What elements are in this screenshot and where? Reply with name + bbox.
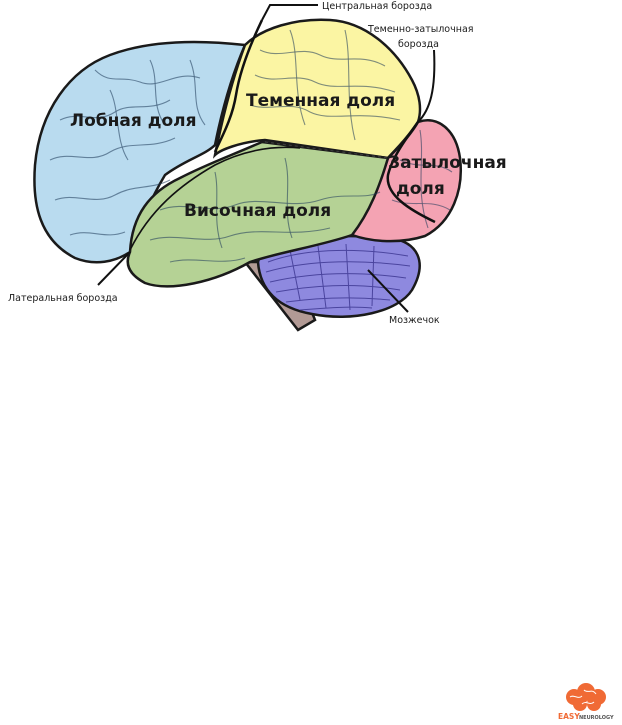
frontal-lobe-label: Лобная доля bbox=[70, 111, 197, 131]
cortex-sulci bbox=[49, 29, 453, 263]
central-sulcus-label: Центральная борозда bbox=[322, 1, 432, 12]
lateral-sulcus-label: Латеральная борозда bbox=[8, 293, 118, 304]
parietal-lobe bbox=[212, 18, 422, 160]
brain-logo-icon bbox=[566, 683, 606, 711]
parieto-occipital-label-line1: Теменно-затылочная bbox=[367, 24, 473, 35]
parieto-occipital-leader bbox=[417, 49, 436, 123]
parieto-occipital-sulcus-line bbox=[386, 121, 436, 224]
occipital-lobe-label-line2: доля bbox=[396, 179, 445, 199]
occipital-lobe-label-line1: Затылочная bbox=[388, 153, 507, 173]
cerebellum-label: Мозжечок bbox=[389, 315, 440, 326]
cerebellum-folia bbox=[265, 243, 411, 311]
temporal-lobe-label: Височная доля bbox=[184, 201, 331, 221]
lateral-sulcus-line bbox=[129, 146, 301, 251]
frontal-lobe bbox=[33, 40, 247, 264]
cerebellum-leader bbox=[367, 269, 409, 313]
lateral-sulcus-leader bbox=[97, 251, 131, 286]
parietal-lobe-label: Теменная доля bbox=[246, 91, 395, 111]
logo-word-easy: EASY bbox=[558, 712, 580, 721]
parieto-occipital-label-line2: борозда bbox=[398, 39, 439, 50]
logo-word-neurology: NEUROLOGY bbox=[579, 715, 614, 721]
easy-neurology-logo: EASY NEUROLOGY bbox=[558, 683, 614, 721]
central-sulcus-leader bbox=[261, 4, 318, 21]
central-sulcus-line bbox=[213, 19, 264, 153]
parietal-temporal-boundary bbox=[264, 141, 389, 159]
